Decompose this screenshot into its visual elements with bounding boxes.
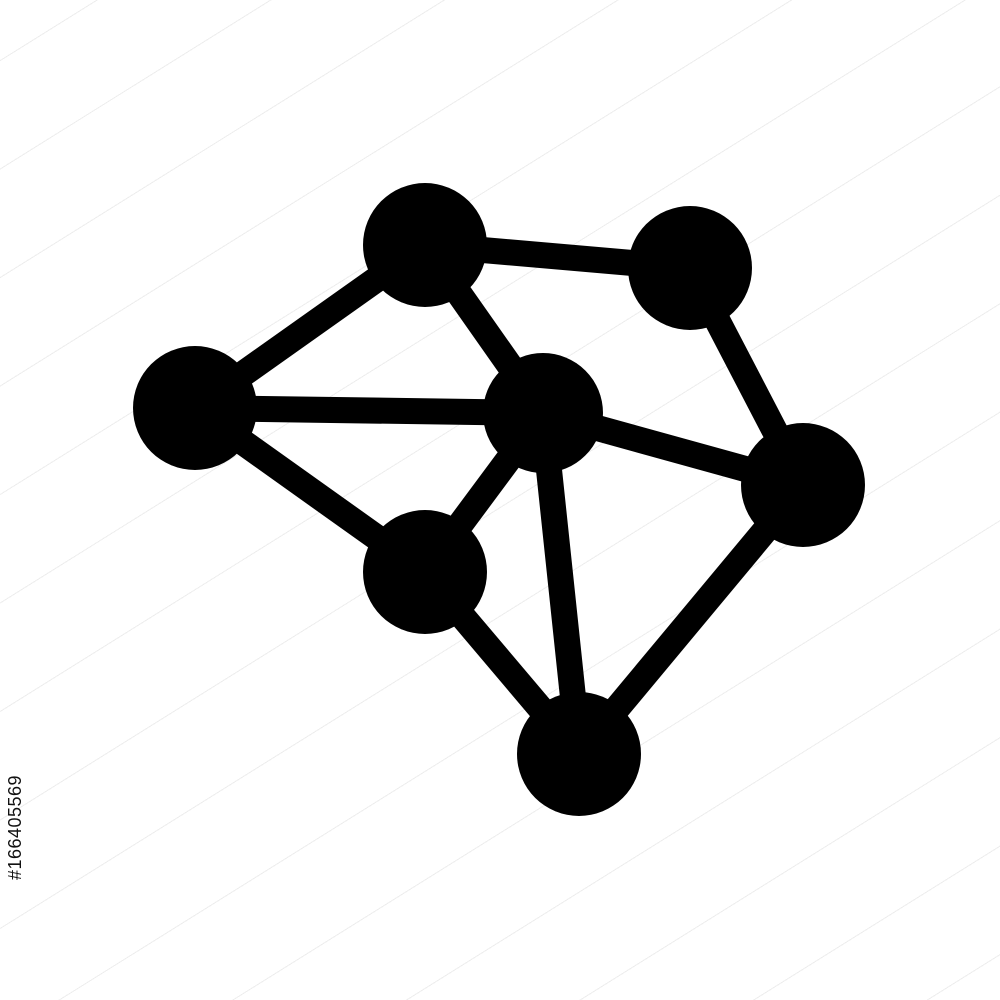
stock-id-text: #166405569 [5,774,26,880]
node-top [363,183,487,307]
node-right [741,423,865,547]
node-left [133,346,257,470]
node-lower [363,510,487,634]
stock-id-label: #166405569 [4,752,28,902]
network-nodes [133,183,865,816]
node-bottom [517,692,641,816]
node-center [483,353,603,473]
node-tright [628,206,752,330]
